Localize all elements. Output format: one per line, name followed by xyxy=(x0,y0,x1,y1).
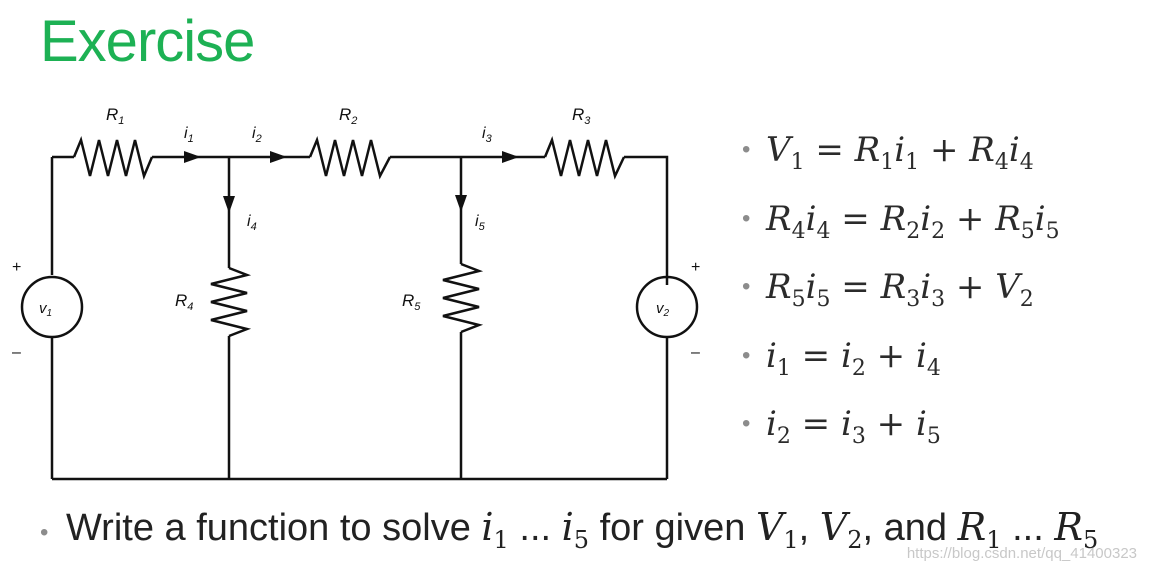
footer-task: • Write a function to solve i1 ... i5 fo… xyxy=(40,505,1098,552)
equation-item: • V1 = R1i1 + R4i4 xyxy=(742,128,1060,197)
arrow-i5 xyxy=(455,195,467,212)
slide-title: Exercise xyxy=(40,9,255,74)
label-i1: i1 xyxy=(184,125,194,145)
label-v1: v1 xyxy=(39,300,52,319)
wire-top-right xyxy=(624,155,669,285)
label-i2: i2 xyxy=(252,125,262,145)
v2-minus: – xyxy=(691,344,700,361)
arrow-i1 xyxy=(184,151,201,163)
label-i5: i5 xyxy=(475,213,486,233)
equation-item: • i1 = i2 + i4 xyxy=(742,334,1060,403)
bullet-icon: • xyxy=(40,519,49,546)
bullet-icon: • xyxy=(742,341,751,369)
v1-minus: – xyxy=(12,344,21,361)
voltage-source-v1 xyxy=(20,275,84,339)
label-i3: i3 xyxy=(482,125,493,145)
circuit-diagram: R1 R2 R3 R4 R5 i1 i2 i3 i4 i5 v1 v2 + – … xyxy=(12,105,700,481)
equation-2: R4i4 = R2i2 + R5i5 xyxy=(766,198,1060,244)
watermark: https://blog.csdn.net/qq_41400323 xyxy=(906,545,1137,562)
equation-item: • R4i4 = R2i2 + R5i5 xyxy=(742,197,1060,266)
equation-4: i1 = i2 + i4 xyxy=(766,335,941,381)
resistor-r2 xyxy=(308,136,392,180)
label-r2: R2 xyxy=(339,105,357,127)
voltage-source-v2 xyxy=(635,275,699,339)
label-i4: i4 xyxy=(247,213,257,233)
bullet-icon: • xyxy=(742,273,751,300)
label-r3: R3 xyxy=(572,105,591,127)
arrow-i4 xyxy=(223,196,235,213)
arrow-i3 xyxy=(502,151,519,163)
equation-list: • V1 = R1i1 + R4i4 • R4i4 = R2i2 + R5i5 … xyxy=(742,128,1060,471)
equation-item: • i2 = i3 + i5 xyxy=(742,402,1060,471)
equation-1: V1 = R1i1 + R4i4 xyxy=(766,130,1034,175)
label-r1: R1 xyxy=(106,105,124,127)
resistor-r1 xyxy=(72,136,154,180)
label-r5: R5 xyxy=(402,291,421,313)
bullet-icon: • xyxy=(742,204,751,232)
equation-item: • R5i5 = R3i3 + V2 xyxy=(742,265,1060,334)
bullet-icon: • xyxy=(742,410,751,437)
v2-plus: + xyxy=(691,259,700,276)
resistor-r5 xyxy=(442,262,484,334)
bullet-icon: • xyxy=(742,136,751,163)
equation-5: i2 = i3 + i5 xyxy=(766,404,941,449)
footer-text: Write a function to solve i1 ... i5 for … xyxy=(66,505,1099,554)
resistor-r3 xyxy=(543,136,626,180)
equation-3: R5i5 = R3i3 + V2 xyxy=(766,267,1034,312)
resistor-r4 xyxy=(210,266,252,338)
v1-plus: + xyxy=(12,259,21,276)
label-r4: R4 xyxy=(175,291,193,313)
label-v2: v2 xyxy=(656,300,670,319)
arrow-i2 xyxy=(270,151,287,163)
